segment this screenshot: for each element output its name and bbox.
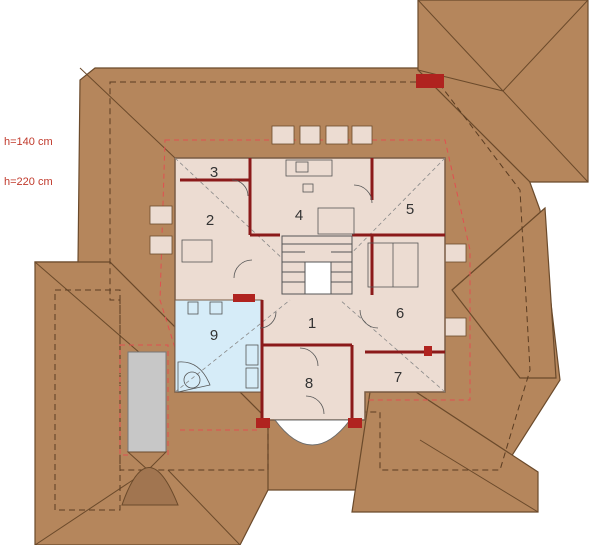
room-label-8: 8 [305, 375, 313, 392]
room-label-7: 7 [394, 369, 402, 386]
room-label-4: 4 [295, 207, 303, 224]
staircase [281, 235, 353, 295]
room-label-1: 1 [308, 315, 316, 332]
left-tower-detail [121, 351, 179, 506]
roof-ridges [34, 0, 589, 545]
height-note-140: h=140 cm [4, 136, 53, 148]
room-label-2: 2 [206, 212, 214, 229]
room-label-3: 3 [210, 164, 218, 181]
furniture [177, 159, 419, 393]
room-label-9: 9 [210, 327, 218, 344]
room-label-6: 6 [396, 305, 404, 322]
skylights [149, 125, 467, 337]
room-label-5: 5 [406, 201, 414, 218]
door-swings [231, 179, 379, 415]
height-note-220: h=220 cm [4, 176, 53, 188]
wall-blocks [233, 74, 444, 428]
